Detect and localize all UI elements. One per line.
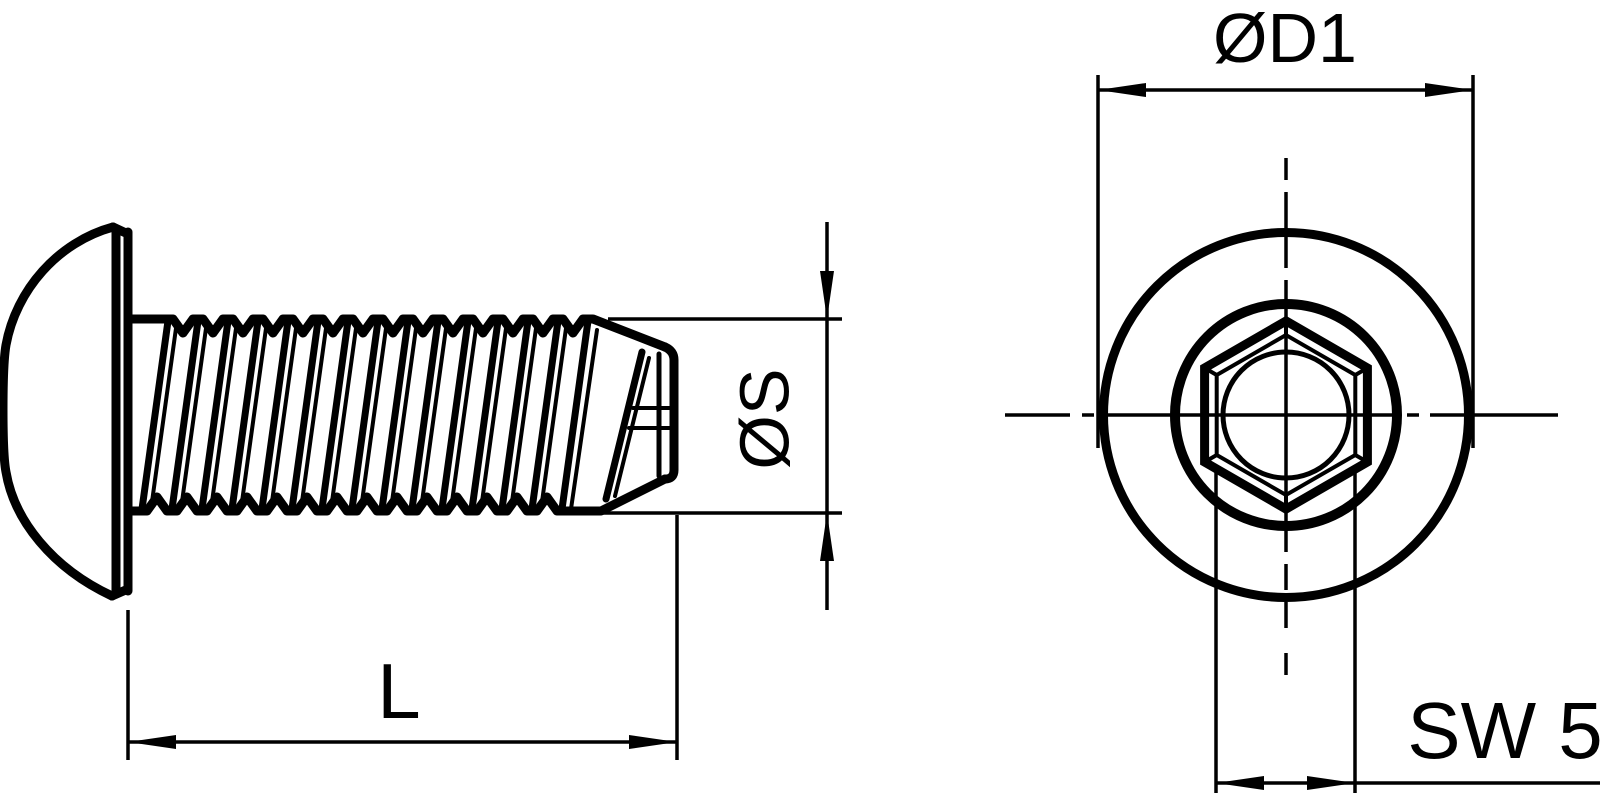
head-front-geometry [1099, 228, 1473, 602]
thread-flank-lines-primary [138, 317, 646, 513]
thread-end-face [660, 342, 679, 484]
head-outline-circle [1099, 228, 1473, 602]
thread-diameter-label: ØS [725, 368, 803, 469]
socket-width-label: SW 5 [1407, 686, 1600, 775]
side-view: ØS L [0, 222, 842, 760]
socket-cone-circle [1220, 349, 1352, 481]
d1-arrow-left [1098, 83, 1146, 97]
thread-lines [123, 314, 670, 516]
sw-arrow-left [1216, 776, 1264, 790]
l-arrow-right [629, 735, 677, 749]
socket-bore-circle [1170, 299, 1402, 531]
l-arrow-left [128, 735, 176, 749]
os-arrow-down [820, 271, 834, 319]
d1-arrow-right [1425, 83, 1473, 97]
head-dome-outline [0, 222, 118, 601]
thread-flank-lines-secondary [149, 319, 651, 511]
head-diameter-label: ØD1 [1213, 0, 1357, 77]
dimension-head-diameter: ØD1 [1096, 0, 1475, 448]
thread-end-chamfer [627, 342, 679, 484]
dimension-thread-diameter: ØS [592, 222, 842, 610]
front-view: ØD1 SW 5 [1005, 0, 1600, 793]
dimension-length: L [126, 515, 679, 760]
length-label: L [377, 647, 420, 735]
os-arrow-up [820, 513, 834, 561]
screw-head-profile [0, 222, 133, 601]
dimension-socket-width: SW 5 [1214, 470, 1600, 793]
sw-arrow-right [1307, 776, 1355, 790]
hex-corner-connectors [1203, 321, 1369, 509]
